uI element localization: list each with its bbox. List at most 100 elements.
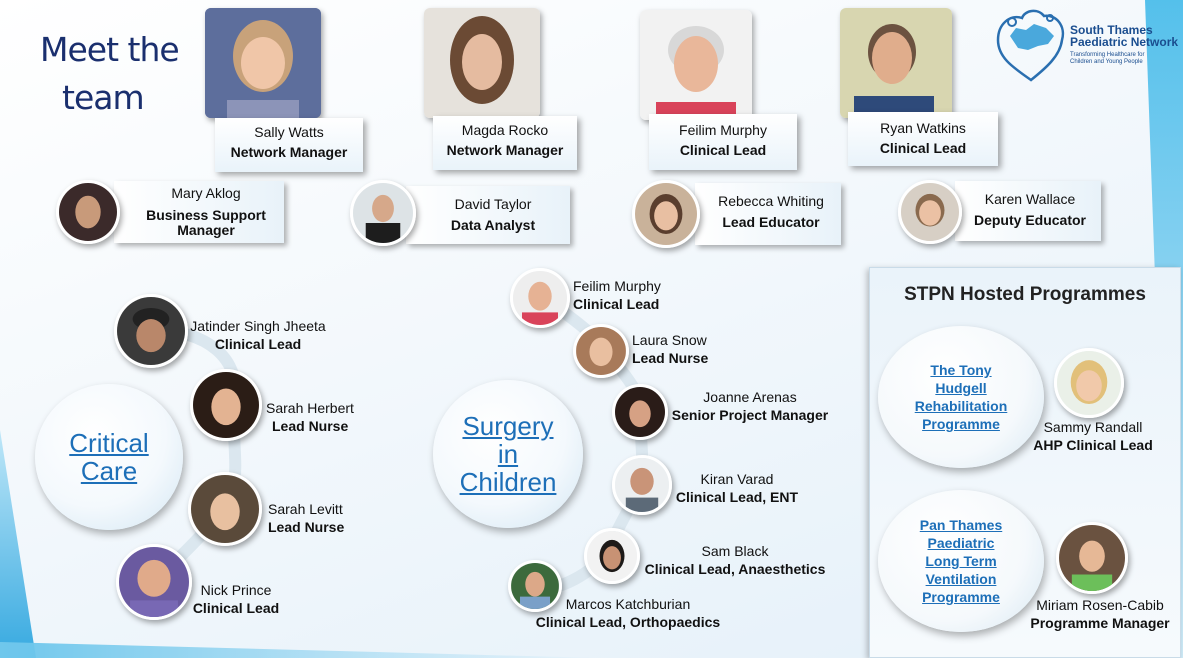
avatar-support-4	[898, 180, 962, 244]
critical-care-member-3: Sarah Levitt Lead Nurse	[268, 500, 344, 536]
member-role: Lead Nurse	[272, 418, 349, 434]
avatar-critical-care-4	[116, 544, 192, 620]
surgery-member-4: Kiran Varad Clinical Lead, ENT	[672, 470, 802, 506]
surgery-member-3: Joanne Arenas Senior Project Manager	[667, 388, 833, 424]
critical-care-member-1: Jatinder Singh Jheeta Clinical Lead	[186, 317, 330, 353]
member-role: Clinical Lead	[573, 296, 660, 312]
surgery-member-6: Marcos Katchburian Clinical Lead, Orthop…	[530, 595, 726, 631]
avatar-support-2	[350, 180, 416, 246]
member-role: Clinical Lead, Anaesthetics	[644, 561, 826, 577]
logo-tagline: Transforming Healthcare for Children and…	[1070, 52, 1145, 65]
person-icon	[615, 458, 669, 512]
member-role: Lead Nurse	[268, 519, 345, 535]
surgery-bubble[interactable]: Surgery in Children	[433, 380, 583, 528]
programme-bubble-1[interactable]: The Tony Hudgell Rehabilitation Programm…	[878, 326, 1044, 468]
avatar-surgery-2	[573, 324, 629, 378]
support-name: David Taylor	[454, 196, 532, 212]
leader-role: Network Manager	[230, 144, 348, 160]
person-icon	[205, 8, 321, 118]
person-icon	[635, 183, 697, 245]
photo-leader-1	[205, 8, 321, 118]
leader-name: Sally Watts	[254, 124, 324, 140]
member-name: Feilim Murphy	[573, 278, 661, 294]
title-line-1: Meet the	[40, 30, 180, 69]
critical-care-bubble[interactable]: Critical Care	[35, 384, 183, 530]
programme-contact-1: Sammy Randall AHP Clinical Lead	[1028, 418, 1158, 454]
member-name: Joanne Arenas	[703, 389, 797, 405]
member-name: Sarah Levitt	[268, 501, 343, 517]
avatar-surgery-3	[612, 384, 668, 440]
programme-title-link[interactable]: The Tony Hudgell Rehabilitation Programm…	[914, 362, 1008, 432]
support-card-3: Rebecca Whiting Lead Educator	[695, 183, 841, 245]
person-icon	[901, 183, 959, 241]
logo-name: South Thames Paediatric Network	[1070, 24, 1178, 48]
person-icon	[1057, 351, 1121, 415]
support-name: Mary Aklog	[171, 185, 241, 201]
person-icon	[587, 531, 637, 581]
leader-name: Ryan Watkins	[880, 120, 966, 136]
critical-care-member-4: Nick Prince Clinical Lead	[190, 581, 282, 617]
person-icon	[511, 563, 559, 609]
avatar-critical-care-3	[188, 472, 262, 546]
support-card-4: Karen Wallace Deputy Educator	[955, 181, 1101, 241]
support-card-2: David Taylor Data Analyst	[406, 186, 570, 244]
leader-card-1: Sally Watts Network Manager	[215, 118, 363, 172]
surgery-member-2: Laura Snow Lead Nurse	[632, 331, 708, 367]
programme-contact-2: Miriam Rosen-Cabib Programme Manager	[1025, 596, 1175, 632]
member-name: Jatinder Singh Jheeta	[190, 318, 326, 334]
support-name: Karen Wallace	[984, 191, 1076, 207]
person-icon	[576, 327, 626, 375]
support-role: Data Analyst	[450, 217, 536, 233]
photo-leader-4	[840, 8, 952, 118]
surgery-label-line-1: Surgery	[462, 411, 554, 441]
logo-name-line-1: South Thames	[1070, 23, 1153, 37]
member-role: Lead Nurse	[632, 350, 709, 366]
programme-title-link[interactable]: Pan Thames Paediatric Long Term Ventilat…	[919, 517, 1003, 605]
avatar-surgery-4	[612, 455, 672, 515]
leader-role: Clinical Lead	[679, 142, 767, 158]
person-icon	[117, 297, 185, 365]
leader-card-2: Magda Rocko Network Manager	[433, 116, 577, 170]
leader-name: Magda Rocko	[461, 122, 549, 138]
avatar-surgery-5	[584, 528, 640, 584]
page-title: Meet the team	[40, 26, 180, 122]
support-role: Business Support Manager	[146, 207, 266, 238]
logo-name-line-2: Paediatric Network	[1070, 35, 1179, 49]
network-logo: South Thames Paediatric Network Transfor…	[994, 6, 1180, 84]
avatar-support-3	[632, 180, 700, 248]
member-name: Sam Black	[701, 543, 769, 559]
avatar-programme-1	[1054, 348, 1124, 418]
critical-care-label-line-1: Critical	[69, 428, 149, 458]
support-card-1: Mary Aklog Business Support Manager	[114, 181, 284, 243]
member-role: Clinical Lead	[192, 600, 280, 616]
leader-role: Clinical Lead	[879, 140, 967, 156]
support-role: Lead Educator	[722, 214, 820, 230]
critical-care-member-2: Sarah Herbert Lead Nurse	[266, 399, 354, 435]
member-role: Clinical Lead, ENT	[675, 489, 799, 505]
person-icon	[59, 183, 117, 241]
support-name: Rebecca Whiting	[718, 193, 824, 209]
title-line-2: team	[62, 78, 145, 117]
support-role: Deputy Educator	[973, 212, 1086, 228]
person-icon	[193, 372, 259, 438]
member-role: Clinical Lead	[214, 336, 302, 352]
critical-care-label-line-2: Care	[80, 456, 138, 486]
programme-bubble-2[interactable]: Pan Thames Paediatric Long Term Ventilat…	[878, 490, 1044, 632]
photo-leader-3	[640, 10, 752, 120]
network-logo-icon	[996, 9, 1065, 82]
avatar-surgery-6	[508, 560, 562, 612]
surgery-label-line-3: Children	[459, 467, 557, 497]
member-name: Nick Prince	[200, 582, 272, 598]
leader-card-3: Feilim Murphy Clinical Lead	[649, 114, 797, 170]
contact-role: Programme Manager	[1030, 615, 1170, 631]
avatar-surgery-1	[510, 268, 570, 328]
decorative-stripe-bottom	[0, 642, 600, 658]
person-icon	[1059, 525, 1125, 591]
avatar-programme-2	[1056, 522, 1128, 594]
member-name: Kiran Varad	[700, 471, 774, 487]
member-role: Senior Project Manager	[671, 407, 829, 423]
surgery-label-line-2: in	[497, 439, 519, 469]
member-role: Clinical Lead, Orthopaedics	[535, 614, 721, 630]
surgery-member-1: Feilim Murphy Clinical Lead	[573, 277, 661, 313]
avatar-critical-care-2	[190, 369, 262, 441]
